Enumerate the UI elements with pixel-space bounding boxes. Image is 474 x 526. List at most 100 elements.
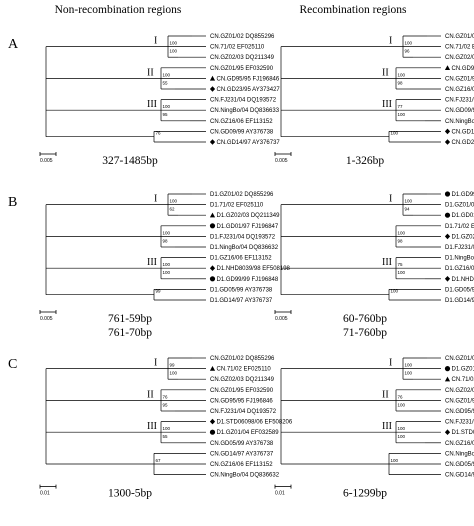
leaf-label: CN.GZ16/06 EF113152 [210, 462, 273, 468]
clade-label: I [389, 358, 392, 369]
bootstrap-value: 55 [163, 80, 169, 85]
scale-label: 0.01 [275, 491, 285, 497]
clade-label: II [147, 67, 154, 78]
leaf-label: CN.GZ02/03 DQ211349 [445, 55, 474, 61]
leaf-label: CN.GD09/99 AY376738 [445, 108, 474, 114]
region-range: 1-326bp [346, 155, 385, 167]
bootstrap-value: 99 [156, 289, 162, 294]
leaf-label: D1.STD06098/06 EF508206 [217, 420, 293, 426]
leaf-label: CN.GZ16/06 EF113152 [210, 119, 273, 125]
leaf-label: D1.GZ02/03 DQ211349 [217, 213, 281, 219]
leaf-label: CN.GZ02/03 DQ211349 [445, 388, 474, 394]
leaf-label: D1.GD99/99 FJ196848 [452, 192, 474, 198]
leaf-label: D1.GZ01/04 EF032589 [217, 430, 280, 436]
leaf-label: CN.GZ02/03 DQ211349 [210, 55, 275, 61]
diamond-marker-icon [209, 265, 216, 271]
leaf-label: CN.GZ01/02 DQ855296 [210, 356, 275, 362]
clade-label: III [147, 99, 157, 110]
bootstrap-value: 77 [398, 104, 404, 109]
bootstrap-value: 75 [398, 262, 404, 267]
leaf-label: D1.GD01/97 FJ196847 [452, 213, 474, 219]
triangle-marker-icon [209, 212, 216, 218]
clade-label: III [382, 99, 392, 110]
diamond-marker-icon [444, 139, 451, 145]
clade-label: I [154, 36, 157, 47]
diamond-marker-icon [444, 429, 451, 435]
leaf-label: D1.FJ231/04 DQ193572 [445, 245, 474, 251]
leaf-label: CN.FJ231/04 DQ193572 [210, 409, 277, 415]
leaf-label: D1.STD06098/06 EF508206 [452, 430, 474, 436]
leaf-label: CN.71/02 EF025110 [445, 45, 474, 51]
leaf-label: CN.GZ01/02 DQ855296 [445, 356, 474, 362]
leaf-label: D1.NHD8039/98 EF508198 [452, 277, 474, 283]
circle-marker-icon [444, 191, 451, 197]
bootstrap-value: 100 [163, 72, 171, 77]
clade-label: I [154, 194, 157, 205]
bootstrap-value: 100 [163, 262, 171, 267]
header-right: Recombination regions [300, 4, 408, 16]
panel-letter: B [8, 195, 17, 210]
leaf-label: CN.71/02 EF025110 [217, 367, 272, 373]
diamond-marker-icon [209, 86, 216, 92]
leaf-label: CN.FJ231/04 DQ193572 [445, 420, 474, 426]
scale-label: 0.01 [40, 491, 50, 497]
clade-label: I [154, 358, 157, 369]
leaf-label: D1.GD01/97 FJ196847 [217, 224, 279, 230]
triangle-marker-icon [444, 65, 451, 70]
region-range: 6-1299bp [343, 488, 387, 500]
bootstrap-value: 98 [398, 238, 404, 243]
region-range: 761-59bp [108, 313, 152, 325]
bootstrap-value: 100 [405, 363, 413, 368]
scale-label: 0.005 [275, 158, 288, 164]
leaf-label: CN.GZ01/95 EF032590 [445, 76, 474, 82]
leaf-label: CN.GD95/95 FJ196846 [452, 66, 474, 72]
bootstrap-value: 100 [405, 199, 413, 204]
bootstrap-value: 98 [398, 80, 404, 85]
leaf-label: CN.71/02 EF025110 [452, 377, 474, 383]
triangle-marker-icon [209, 75, 216, 81]
leaf-label: CN.GZ01/95 EF032590 [210, 388, 274, 394]
bootstrap-value: 100 [170, 41, 178, 46]
leaf-label: CN.GZ01/02 DQ855296 [210, 34, 275, 40]
bootstrap-value: 100 [163, 270, 171, 275]
leaf-label: CN.GZ01/02 DQ855296 [445, 34, 474, 40]
circle-marker-icon [444, 212, 451, 218]
leaf-label: CN.NingBo/04 DQ836633 [210, 108, 280, 114]
triangle-marker-icon [444, 376, 451, 382]
bootstrap-value: 62 [170, 207, 176, 212]
leaf-label: D1.NHD8039/98 EF508198 [217, 266, 291, 272]
region-range: 1300-5bp [108, 488, 152, 500]
leaf-label: CN.GD05/99 AY376738 [210, 441, 274, 447]
leaf-label: CN.GD14/97 AY376737 [210, 451, 274, 457]
diamond-marker-icon [444, 233, 451, 240]
bootstrap-value: 55 [163, 434, 169, 439]
clade-label: II [382, 389, 389, 400]
region-range: 60-760bp [343, 313, 387, 325]
region-range: 327-1485bp [102, 155, 158, 167]
bootstrap-value: 100 [163, 230, 171, 235]
leaf-label: CN.GD14/97 AY376737 [452, 129, 474, 135]
leaf-label: D1.71/02 EF025110 [445, 224, 474, 230]
diamond-marker-icon [209, 139, 216, 145]
leaf-label: CN.NingBo/04 DQ836632 [445, 451, 474, 457]
region-range-alt: 71-760bp [343, 327, 387, 339]
leaf-label: D1.GZ02/03 DQ211349 [452, 234, 474, 240]
leaf-label: CN.GZ16/06 EF113152 [445, 441, 474, 447]
triangle-marker-icon [209, 366, 216, 371]
leaf-label: D1.GD14/97 AY376737 [210, 298, 273, 304]
bootstrap-value: 95 [163, 402, 169, 407]
bootstrap-value: 100 [398, 72, 406, 77]
leaf-label: CN.FJ231/04 DQ193572 [210, 98, 277, 104]
bootstrap-value: 100 [163, 426, 171, 431]
leaf-label: CN.GD23/95 AY373427 [452, 140, 474, 146]
leaf-label: D1.GD14/97 AY376737 [445, 298, 474, 304]
header-left: Non-recombination regions [55, 4, 182, 16]
scale-label: 0.005 [40, 158, 53, 164]
panel-letter: A [8, 37, 19, 52]
leaf-label: CN.GZ16/06 EF113152 [445, 87, 474, 93]
